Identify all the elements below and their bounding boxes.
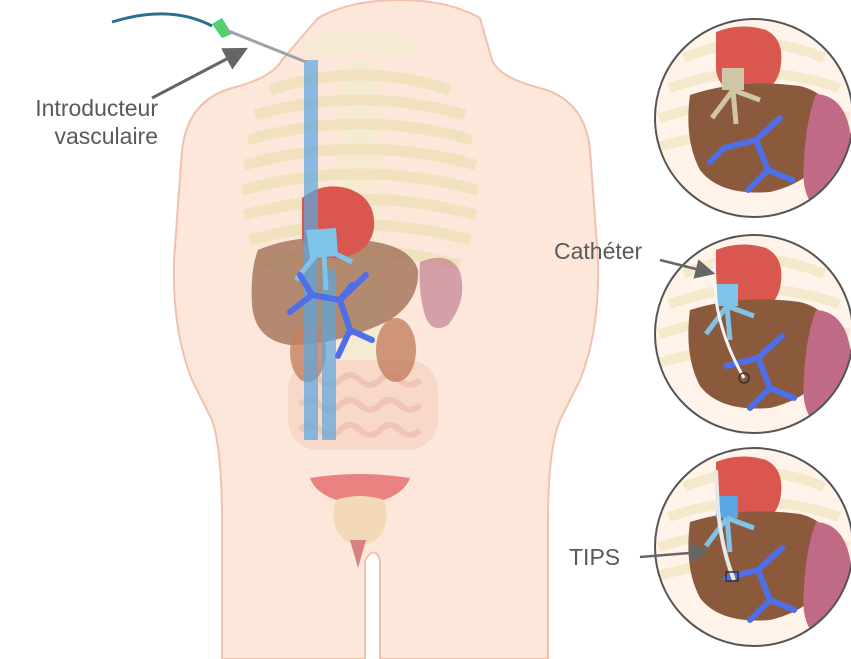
introducteur-label-line1: Introducteur <box>8 94 158 122</box>
tips-label: TIPS <box>569 543 620 571</box>
introducteur-label: Introducteur vasculaire <box>8 94 158 150</box>
vascular-introducer <box>112 14 306 62</box>
inset-before <box>654 19 851 217</box>
introducteur-label-line2: vasculaire <box>8 122 158 150</box>
catheter-label: Cathéter <box>554 237 642 265</box>
inset-tips <box>654 448 851 646</box>
